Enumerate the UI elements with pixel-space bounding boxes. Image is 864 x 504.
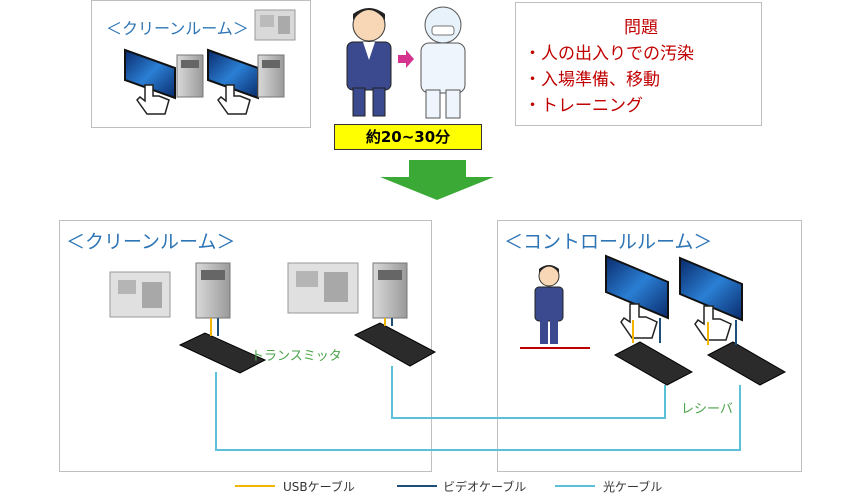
control-room-title: ＜コントロールルーム＞	[504, 231, 713, 253]
bottom-cleanroom-title: ＜クリーンルーム＞	[66, 231, 236, 253]
usb-cable-lines	[210, 318, 709, 345]
problem-item: ・入場準備、移動	[524, 70, 660, 90]
bottom-cleanroom-box: ＜クリーンルーム＞	[59, 220, 432, 472]
problem-item: ・トレーニング	[524, 96, 643, 116]
hand-pointer-icon	[620, 303, 658, 339]
lab-equipment-icon	[109, 271, 171, 318]
touch-monitor-icon	[124, 48, 176, 100]
lab-equipment-icon	[287, 262, 359, 314]
touch-monitor-icon	[207, 48, 259, 100]
hand-pointer-icon	[136, 84, 170, 115]
receiver-device	[706, 341, 787, 386]
legend-video-label: ビデオケーブル	[443, 480, 527, 494]
problem-item: ・人の出入りでの汚染	[524, 44, 694, 64]
problems-box: 問題 ・人の出入りでの汚染 ・入場準備、移動 ・トレーニング	[515, 2, 762, 126]
receiver-label: レシーバ	[681, 402, 733, 417]
touch-monitor-icon	[679, 256, 743, 322]
video-cable-lines	[217, 318, 737, 345]
problems-title: 問題	[624, 18, 658, 38]
touch-monitor-icon	[605, 254, 669, 320]
computer-tower-icon	[176, 54, 204, 98]
down-arrow-icon	[380, 160, 494, 200]
businessman-icon	[346, 8, 392, 117]
computer-tower-icon	[195, 262, 231, 319]
computer-tower-icon	[372, 262, 408, 319]
receiver-device	[613, 341, 694, 386]
hand-pointer-icon	[217, 84, 251, 115]
businessman-icon	[520, 265, 590, 349]
lab-equipment-icon	[254, 9, 296, 41]
transmitter-device	[178, 332, 267, 374]
cleanroom-suit-icon	[420, 6, 466, 119]
legend-optical-label: 光ケーブル	[603, 480, 663, 494]
computer-tower-icon	[257, 54, 285, 98]
legend-usb-label: USBケーブル	[283, 480, 355, 494]
arrow-right-icon	[398, 50, 414, 68]
hand-pointer-icon	[694, 305, 732, 341]
time-badge: 約20~30分	[334, 124, 482, 150]
optical-cable-lines	[215, 366, 741, 451]
transmitter-label: トランスミッタ	[251, 349, 342, 364]
top-cleanroom-title: ＜クリーンルーム＞	[106, 19, 249, 38]
transmitter-device	[353, 322, 437, 367]
control-room-box: ＜コントロールルーム＞	[497, 220, 802, 472]
